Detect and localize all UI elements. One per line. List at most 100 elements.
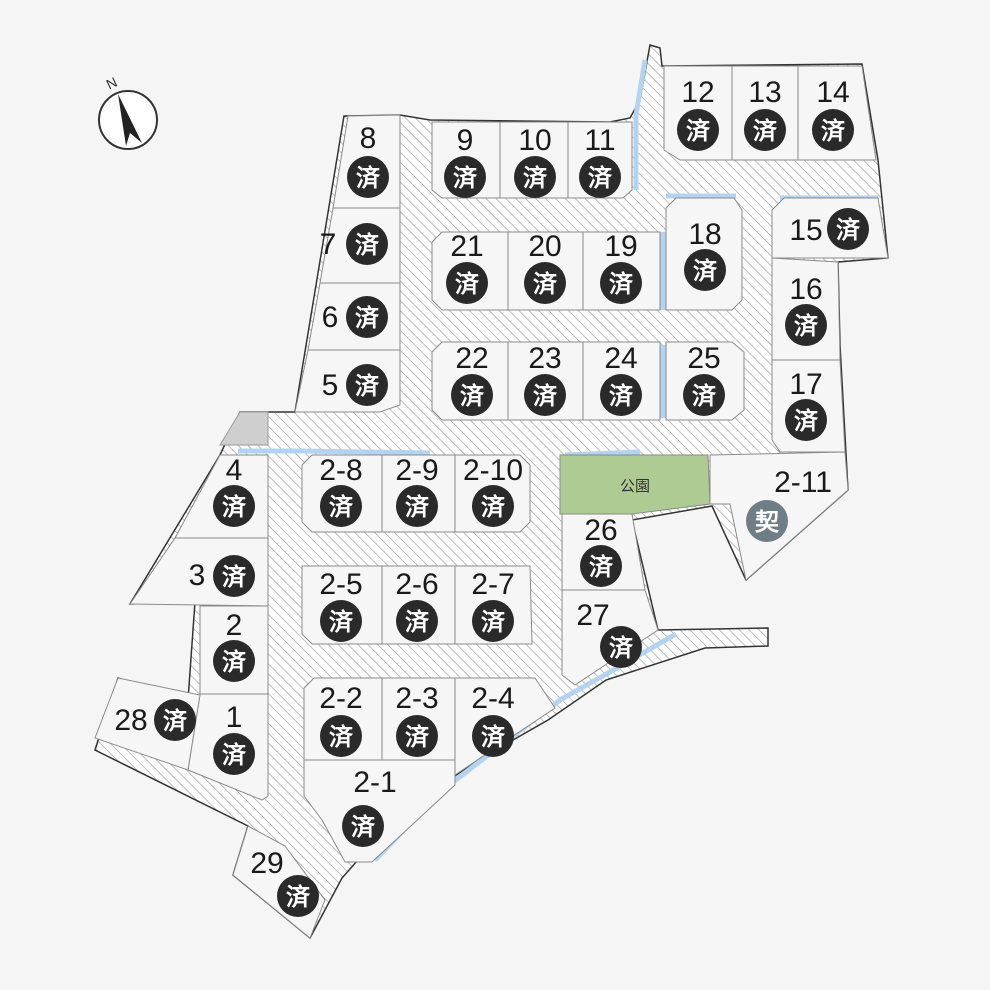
sold-badge bbox=[684, 249, 726, 291]
lot-26[interactable]: 26 済 bbox=[580, 514, 622, 587]
sold-badge bbox=[396, 600, 438, 642]
lot-2-1[interactable]: 2-1済 bbox=[342, 766, 397, 847]
sold-badge bbox=[600, 262, 642, 304]
lot-27[interactable]: 27済 bbox=[576, 599, 642, 668]
sold-mark-text: 済 bbox=[609, 270, 634, 298]
sold-mark-text: 済 bbox=[405, 608, 430, 636]
lot-number-label: 12 bbox=[681, 76, 714, 109]
sold-badge bbox=[580, 545, 622, 587]
lot-number-label: 5 bbox=[322, 369, 339, 402]
sold-mark-text: 済 bbox=[794, 407, 819, 435]
lot-number-label: 2-4 bbox=[471, 682, 514, 715]
sold-mark-text: 済 bbox=[356, 164, 381, 192]
sold-badge bbox=[320, 485, 362, 527]
lot-number-label: 24 bbox=[604, 342, 637, 375]
sold-mark-text: 済 bbox=[686, 117, 711, 145]
sold-badge bbox=[827, 208, 869, 250]
lot-number-label: 25 bbox=[687, 342, 720, 375]
lot-2-9[interactable]: 2-9済 bbox=[395, 454, 439, 527]
sold-badge bbox=[451, 374, 493, 416]
lot-number-label: 28 bbox=[114, 704, 147, 737]
sold-mark-text: 済 bbox=[286, 883, 311, 911]
lot-22[interactable]: 22済 bbox=[451, 342, 493, 416]
lot-number-label: 6 bbox=[322, 301, 339, 334]
lot-number-label: 2-9 bbox=[395, 454, 438, 487]
lot-23[interactable]: 23済 bbox=[524, 342, 566, 416]
lot-1[interactable]: 1済 bbox=[213, 701, 255, 775]
sold-mark-text: 済 bbox=[481, 723, 506, 751]
lot-2-7[interactable]: 2-7済 bbox=[471, 568, 515, 642]
lot-10[interactable]: 10済 bbox=[514, 124, 556, 198]
lot-18[interactable]: 18 済 bbox=[684, 218, 726, 291]
sold-badge bbox=[342, 805, 384, 847]
lot-14[interactable]: 14済 bbox=[812, 76, 854, 151]
sold-mark-text: 済 bbox=[609, 634, 634, 662]
lot-12[interactable]: 12 済 bbox=[677, 76, 719, 151]
sold-badge bbox=[396, 715, 438, 757]
sold-mark-text: 済 bbox=[329, 493, 354, 521]
lot-2-2[interactable]: 2-2済 bbox=[319, 682, 363, 757]
lot-number-label: 3 bbox=[189, 559, 206, 592]
lot-number-label: 2-8 bbox=[319, 454, 362, 487]
lot-19[interactable]: 19済 bbox=[600, 230, 642, 304]
sold-badge bbox=[785, 304, 827, 346]
lot-number-label: 2-3 bbox=[395, 682, 438, 715]
sold-badge bbox=[472, 600, 514, 642]
lot-2-8[interactable]: 2-8 済 bbox=[319, 454, 363, 527]
lot-25[interactable]: 25済 bbox=[683, 342, 725, 416]
lot-20[interactable]: 20済 bbox=[524, 230, 566, 304]
sold-badge bbox=[213, 640, 255, 682]
sold-mark-text: 済 bbox=[693, 257, 718, 285]
sold-mark-text: 済 bbox=[794, 312, 819, 340]
sold-badge bbox=[346, 296, 388, 338]
lot-16[interactable]: 16済 bbox=[785, 273, 827, 346]
lot-number-label: 17 bbox=[789, 368, 822, 401]
lot-2-3[interactable]: 2-3済 bbox=[395, 682, 439, 757]
sold-badge bbox=[812, 109, 854, 151]
sold-mark-text: 済 bbox=[355, 231, 380, 259]
sold-mark-text: 済 bbox=[481, 493, 506, 521]
lot-2-10[interactable]: 2-10 済 bbox=[463, 454, 523, 527]
sold-mark-text: 済 bbox=[455, 270, 480, 298]
lot-2-6[interactable]: 2-6済 bbox=[395, 568, 439, 642]
lot-9[interactable]: 9済 bbox=[444, 124, 486, 198]
lot-13[interactable]: 13済 bbox=[744, 76, 786, 151]
lot-4[interactable]: 4済 bbox=[213, 454, 255, 527]
reserved-area bbox=[219, 411, 269, 446]
sold-badge bbox=[683, 374, 725, 416]
lot-number-label: 2-10 bbox=[463, 454, 523, 487]
lot-2-4[interactable]: 2-4 済 bbox=[471, 682, 515, 757]
lot-number-label: 1 bbox=[226, 701, 243, 734]
lot-24[interactable]: 24済 bbox=[600, 342, 642, 416]
sold-badge bbox=[472, 715, 514, 757]
lot-21[interactable]: 21済 bbox=[446, 230, 488, 304]
sold-mark-text: 済 bbox=[836, 216, 861, 244]
lot-17[interactable]: 17 済 bbox=[785, 368, 827, 441]
sold-badge bbox=[396, 485, 438, 527]
lot-number-label: 14 bbox=[816, 76, 849, 109]
sold-mark-text: 済 bbox=[481, 608, 506, 636]
sold-mark-text: 済 bbox=[351, 813, 376, 841]
sold-mark-text: 済 bbox=[533, 382, 558, 410]
sold-badge bbox=[346, 364, 388, 406]
lot-number-label: 26 bbox=[584, 514, 617, 547]
lot-8[interactable]: 8済 bbox=[347, 122, 389, 198]
lot-11[interactable]: 11済 bbox=[579, 124, 621, 198]
lot-number-label: 18 bbox=[688, 218, 721, 251]
sold-badge bbox=[600, 374, 642, 416]
lot-2-11[interactable]: 2-11契 bbox=[746, 466, 832, 542]
lot-number-label: 9 bbox=[457, 124, 474, 157]
lot-29[interactable]: 29済 bbox=[250, 847, 319, 917]
lot-2[interactable]: 2済 bbox=[213, 609, 255, 682]
lot-2-5[interactable]: 2-5済 bbox=[319, 568, 363, 642]
sold-badge bbox=[677, 109, 719, 151]
sold-mark-text: 済 bbox=[589, 553, 614, 581]
